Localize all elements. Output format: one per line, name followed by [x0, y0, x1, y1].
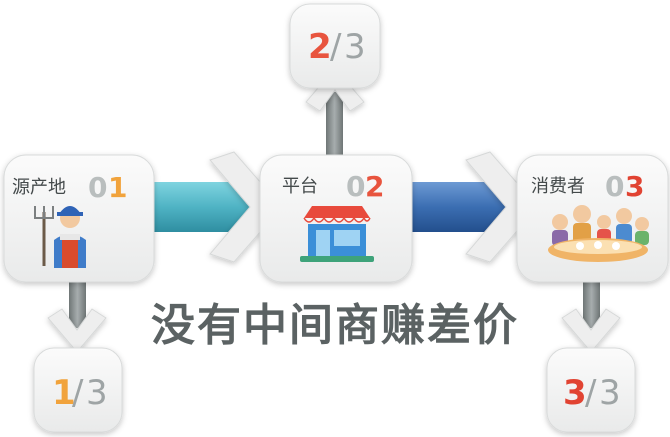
shop-icon	[300, 206, 374, 262]
stage-number-lead: 0	[88, 171, 107, 204]
chevron-right-icon	[465, 151, 539, 263]
fraction-denominator: 3	[599, 373, 621, 413]
fraction-slash: /	[72, 373, 84, 413]
family-dinner-icon	[548, 205, 649, 262]
stage-number-tail: 2	[365, 170, 384, 203]
stage-number-tail: 3	[625, 170, 644, 203]
stage-name: 消费者	[531, 176, 585, 197]
stage-card-consumer: 消费者 0 3	[516, 154, 669, 283]
fraction-slash: /	[585, 373, 597, 413]
tagline: 没有中间商赚差价	[151, 300, 519, 351]
stage-card-platform: 平台 0 2	[259, 154, 413, 283]
stage-name: 平台	[282, 176, 318, 197]
fraction-numerator: 1	[52, 373, 76, 413]
fraction-badge-consumer: 3 / 3	[546, 347, 636, 433]
stage-number-lead: 0	[346, 170, 365, 203]
fraction-badge-platform: 2 / 3	[289, 3, 381, 89]
fraction-badge-source: 1 / 3	[33, 347, 123, 433]
fraction-denominator: 3	[344, 27, 366, 67]
stage-number-tail: 1	[108, 171, 127, 204]
stage-name: 源产地	[12, 177, 66, 198]
fraction-numerator: 3	[563, 373, 587, 413]
farmer-icon	[34, 206, 86, 268]
fraction-denominator: 3	[86, 373, 108, 413]
stage-card-source: 源产地 0 1	[3, 154, 155, 283]
chevron-right-icon	[209, 151, 283, 263]
stage-number-lead: 0	[605, 170, 624, 203]
fraction-slash: /	[330, 27, 342, 67]
fraction-numerator: 2	[308, 27, 332, 67]
